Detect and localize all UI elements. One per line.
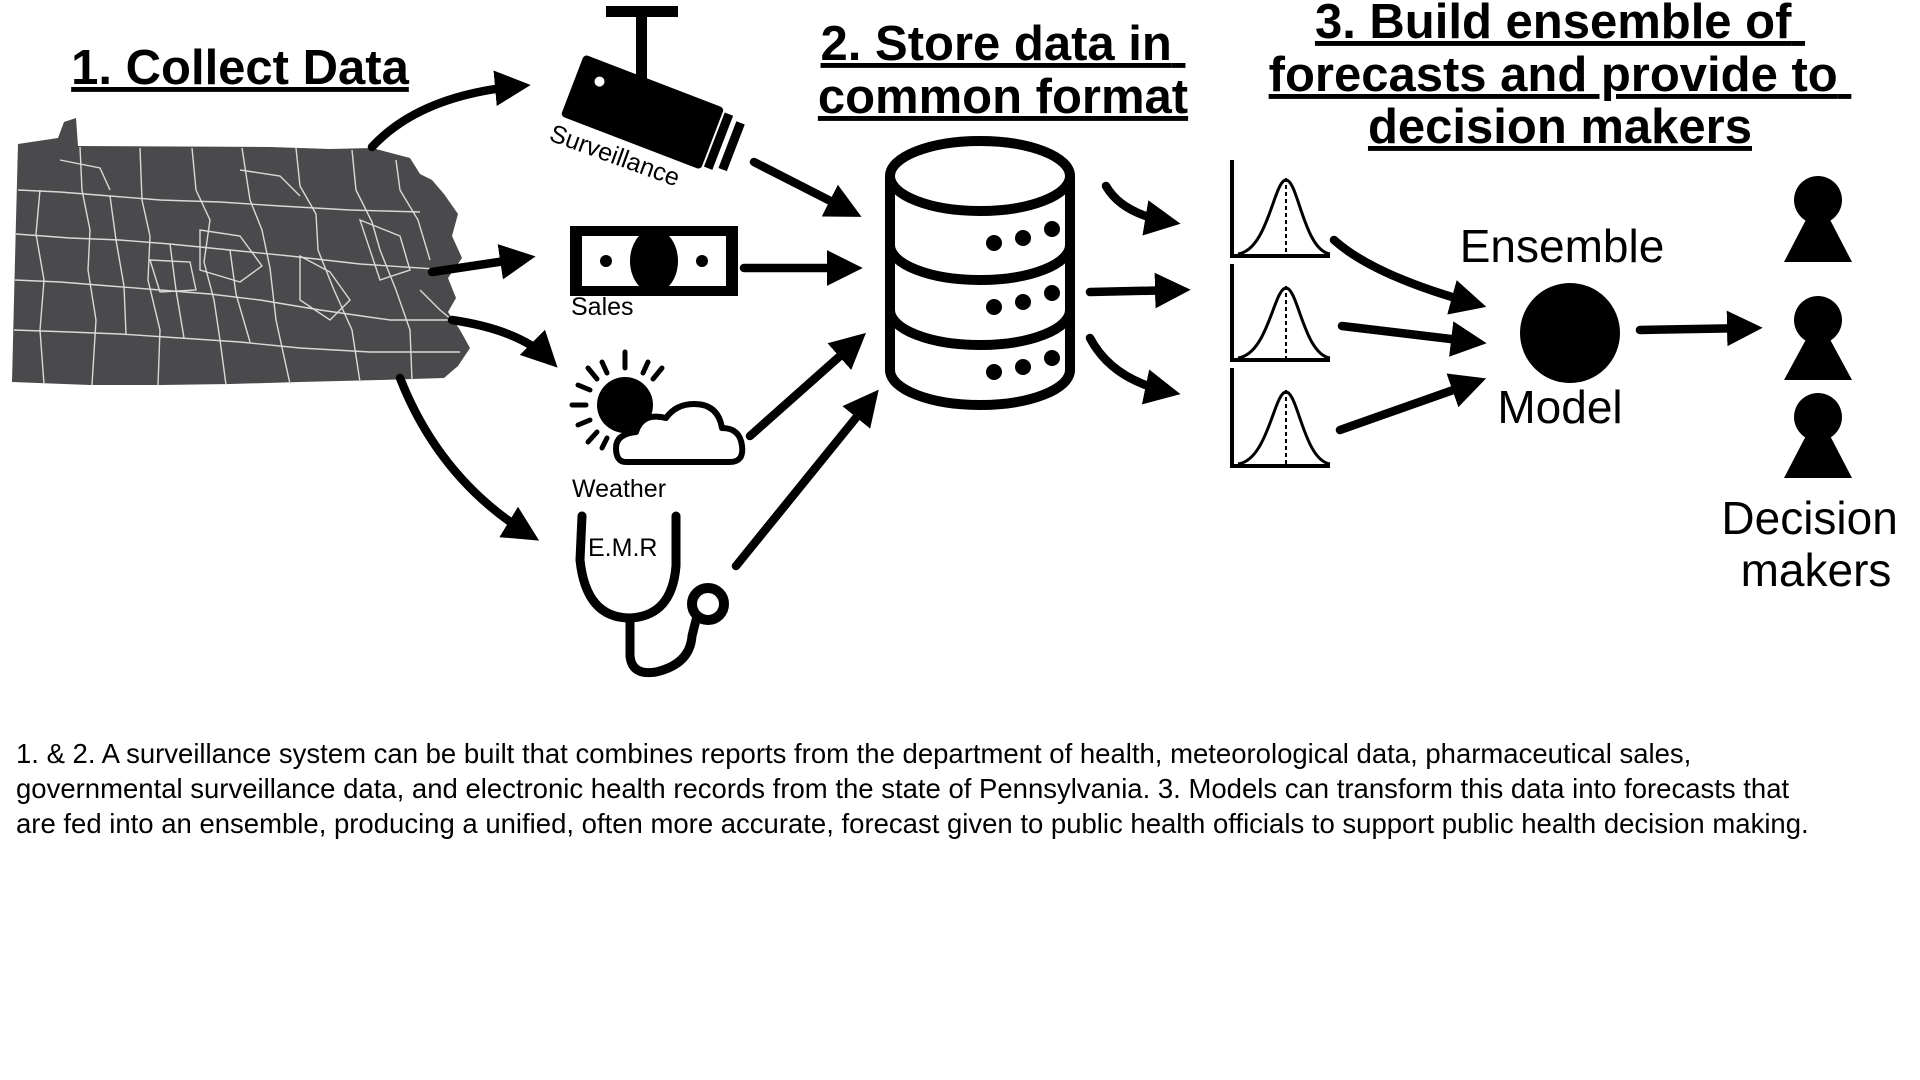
- weather-label: Weather: [572, 475, 666, 503]
- person-icon: [1784, 296, 1852, 380]
- store-heading: 2. Store data in common format: [818, 17, 1188, 124]
- distribution-curve-icon: [1230, 160, 1331, 258]
- stethoscope-icon: [575, 511, 729, 678]
- camera-indicator: [594, 76, 605, 87]
- database-divider-2: [885, 309, 1075, 350]
- decision-makers-label: Decision makers: [1721, 492, 1910, 596]
- arrow-database-to-forecast-1: [1101, 181, 1181, 236]
- arrow-map-to-emr: [395, 373, 540, 541]
- camera-lens-ring-1: [703, 112, 734, 170]
- cloud: [613, 401, 746, 465]
- emr-label: E.M.R: [588, 534, 657, 562]
- ensemble-label: Ensemble: [1460, 220, 1665, 272]
- model-label: Model: [1497, 381, 1622, 433]
- arrow-map-to-sales: [427, 244, 536, 280]
- database-indicator-dots: [986, 221, 1060, 380]
- banknote-icon: [570, 226, 738, 296]
- stethoscope-chestpiece: [687, 583, 729, 625]
- storage-arrows: [731, 157, 879, 571]
- ensemble-heading-line-3: decision makers: [1368, 100, 1752, 154]
- arrow-weather-to-database: [745, 332, 867, 441]
- sun-cloud-icon: [569, 349, 746, 465]
- sales-label: Sales: [571, 293, 634, 321]
- distribution-curve-icon: [1230, 368, 1331, 468]
- arrow-map-to-weather: [447, 315, 558, 368]
- database-top: [885, 136, 1075, 216]
- surveillance-camera-icon: [561, 6, 745, 172]
- sun-rays: [569, 349, 665, 451]
- figure-caption: 1. & 2. A surveillance system can be bui…: [16, 736, 1916, 841]
- decision-makers-label-line-1: Decision: [1721, 492, 1897, 544]
- arrow-ensemble-to-decision-makers: [1635, 310, 1763, 347]
- arrow-database-to-forecast-3: [1085, 333, 1181, 405]
- store-heading-line-1: 2. Store data in: [821, 17, 1172, 71]
- database-icon: [885, 136, 1075, 410]
- stethoscope-tubes: [575, 511, 681, 623]
- ensemble-heading-line-2: forecasts and provide to: [1269, 48, 1838, 102]
- forecast-arrows: [1085, 181, 1191, 405]
- banknote-center-oval: [630, 229, 678, 293]
- county-borders: [13, 146, 460, 386]
- collect-heading: 1. Collect Data: [71, 41, 409, 95]
- ensemble-arrows: [1329, 235, 1487, 435]
- stethoscope-stem: [625, 613, 701, 678]
- sun-disc: [597, 377, 653, 433]
- store-heading-line-2: common format: [818, 70, 1188, 124]
- arrow-forecast-3-to-ensemble: [1335, 373, 1487, 435]
- arrow-database-to-forecast-2: [1085, 272, 1191, 309]
- decision-makers-group: [1784, 176, 1852, 478]
- forecast-distributions: [1230, 160, 1331, 468]
- person-icon: [1784, 393, 1852, 478]
- pennsylvania-map: [12, 118, 470, 386]
- person-icon: [1784, 176, 1852, 262]
- ensemble-heading: 3. Build ensemble of forecasts and provi…: [1269, 0, 1852, 154]
- caption-line-3: are fed into an ensemble, producing a un…: [16, 808, 1809, 839]
- arrow-forecast-2-to-ensemble: [1337, 321, 1487, 357]
- caption-line-2: governmental surveillance data, and elec…: [16, 773, 1790, 804]
- arrow-forecast-1-to-ensemble: [1329, 235, 1487, 315]
- arrow-map-to-surveillance: [367, 70, 531, 152]
- decision-makers-label-line-2: makers: [1741, 544, 1892, 596]
- collection-arrows: [367, 70, 558, 541]
- arrow-emr-to-database: [731, 389, 879, 571]
- distribution-curve-icon: [1230, 264, 1331, 362]
- ensemble-heading-line-1: 3. Build ensemble of: [1315, 0, 1792, 49]
- database-divider-1: [885, 244, 1075, 285]
- camera-mount-post: [636, 10, 647, 88]
- camera-lens-ring-2: [718, 121, 745, 172]
- banknote-left-dot: [600, 255, 612, 267]
- arrow-surveillance-to-database: [749, 157, 862, 217]
- caption-line-1: 1. & 2. A surveillance system can be bui…: [16, 738, 1692, 769]
- banknote-right-dot: [696, 255, 708, 267]
- ensemble-node-icon: [1520, 283, 1620, 383]
